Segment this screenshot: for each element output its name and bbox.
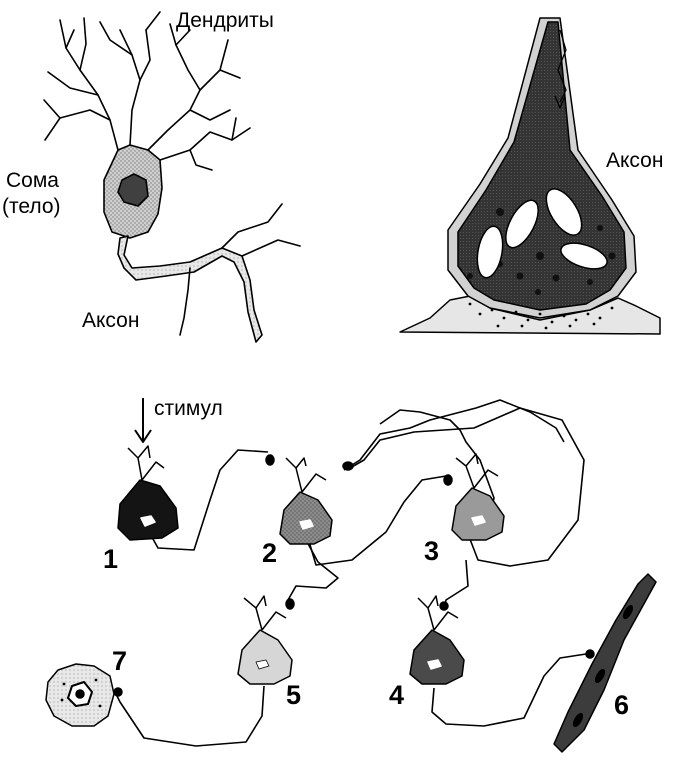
cell-number-6: 6 xyxy=(614,692,629,719)
cell-number-2: 2 xyxy=(262,540,277,567)
label-axon-synapse: Аксон xyxy=(606,150,663,171)
neuron-4 xyxy=(410,596,464,684)
neuron-5 xyxy=(238,596,292,684)
axon xyxy=(118,236,262,342)
axon-connections xyxy=(116,400,586,746)
dendrites xyxy=(44,12,250,170)
label-axon-neuron: Аксон xyxy=(82,310,139,331)
gland-cell-7 xyxy=(46,664,114,726)
cell-number-1: 1 xyxy=(103,546,118,573)
neuron-3 xyxy=(452,454,504,540)
cell-number-5: 5 xyxy=(286,682,301,709)
synapse-illustration xyxy=(400,18,660,334)
muscle-cell-6 xyxy=(554,574,656,752)
cell-number-3: 3 xyxy=(424,538,439,565)
neuron-2 xyxy=(280,458,332,544)
neuron-1 xyxy=(118,446,178,540)
cell-number-4: 4 xyxy=(389,682,404,709)
label-soma: Сома xyxy=(6,170,59,191)
label-soma-body: (тело) xyxy=(2,196,61,217)
stimulus-arrow xyxy=(135,398,151,442)
reflex-chain xyxy=(46,398,656,752)
cell-number-7: 7 xyxy=(112,648,127,675)
neuron-illustration xyxy=(44,12,300,342)
label-dendrites: Дендриты xyxy=(176,10,274,31)
label-stimulus: стимул xyxy=(154,398,223,419)
axon-terminals xyxy=(114,455,594,696)
